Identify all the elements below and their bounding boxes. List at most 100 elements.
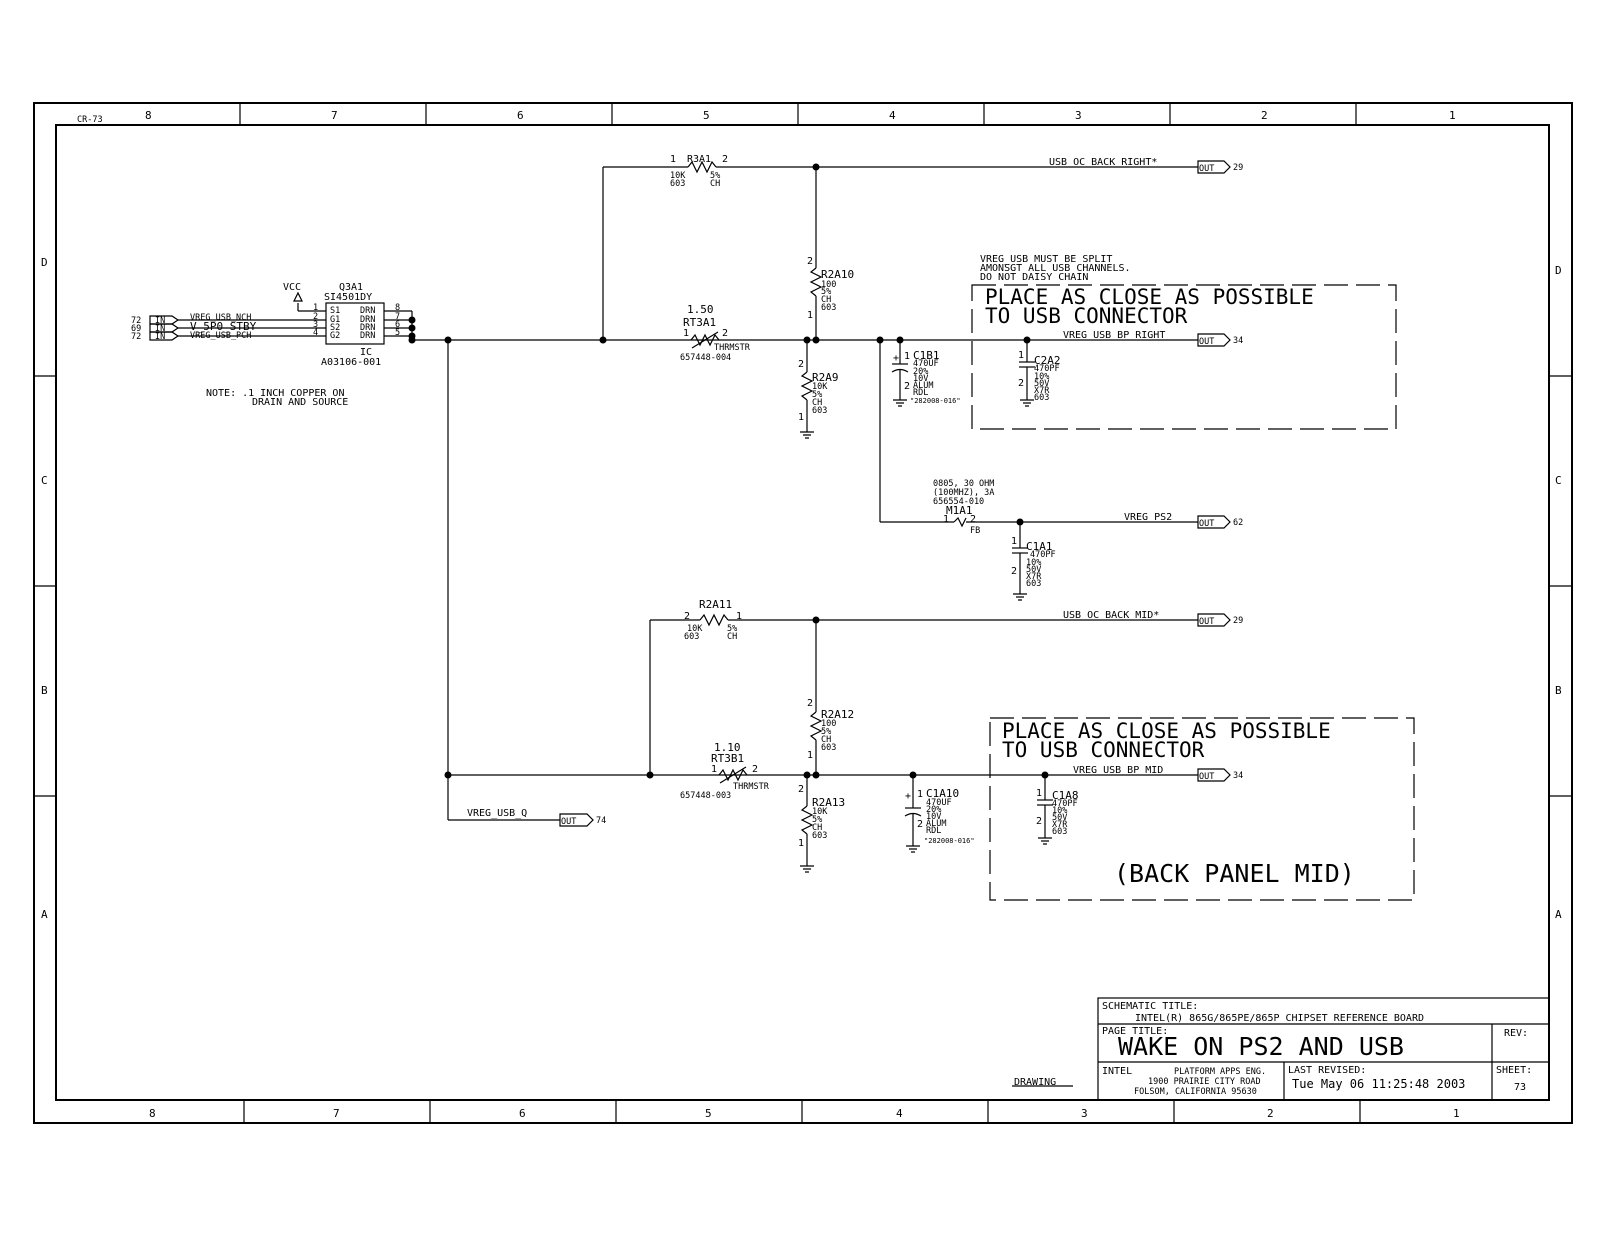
r3a1-type: CH — [710, 179, 720, 189]
zone-col-bottom-7: 7 — [333, 1107, 340, 1120]
c1a1-tol: 10% — [1026, 558, 1041, 568]
schematic-title: INTEL(R) 865G/865PE/865P CHIPSET REFEREN… — [1135, 1013, 1424, 1024]
vcc-label: VCC — [283, 282, 301, 293]
r2a13-pin2: 2 — [798, 784, 804, 795]
c1b1-value: 470UF — [913, 359, 939, 369]
c2a2-labels: 1 2 C2A2 470PF 10% 50V X7R 603 — [1018, 350, 1061, 403]
r3a1-pin1: 1 — [670, 154, 676, 165]
out-port-ref: 29 — [1233, 163, 1243, 173]
q3a1-pin-name: S1 — [330, 306, 340, 316]
out-port-label: OUT — [1199, 617, 1214, 627]
c1a10-value: 470UF — [926, 798, 952, 808]
r2a12-type: CH — [821, 735, 831, 745]
out-net-vreg-usb-bp-right: VREG_USB_BP_RIGHT — [1063, 330, 1165, 341]
c1a10-voltage: 10V — [926, 812, 941, 822]
c1b1-pin1: 1 — [904, 351, 910, 362]
split-note: VREG_USB MUST BE SPLIT AMONSGT ALL USB C… — [980, 254, 1131, 283]
m1a1-type: FB — [970, 526, 980, 536]
m1a1-refdes: M1A1 — [946, 504, 973, 517]
c1a8-voltage: 50V — [1052, 813, 1067, 823]
copper-note: NOTE: .1 INCH COPPER ON DRAIN AND SOURCE — [206, 388, 348, 408]
out-port-label: OUT — [561, 817, 576, 827]
r2a9-pin2: 2 — [798, 359, 804, 370]
out-port-label: OUT — [1199, 519, 1214, 529]
split-note-line1: VREG_USB MUST BE SPLIT — [980, 254, 1112, 265]
rt3b1-refdes: RT3B1 — [711, 752, 744, 765]
out-net-vreg-ps2: VREG_PS2 — [1124, 512, 1172, 523]
out-port-ref: 62 — [1233, 518, 1243, 528]
sheet-number: 73 — [1514, 1082, 1526, 1093]
q3a1-labels: VCC Q3A1 SI4501DY 1 S1 2 G1 3 S2 4 G2 DR… — [283, 282, 400, 368]
input-net-label: VREG_USB_NCH — [190, 313, 251, 323]
c1a1-labels: 1 2 C1A1 470PF 10% 50V X7R 603 — [1011, 536, 1056, 589]
r3a1-pin2: 2 — [722, 154, 728, 165]
zone-col-top-3: 3 — [1075, 109, 1082, 122]
c1a8-value: 470PF — [1052, 799, 1078, 809]
c1a10-plus: + — [905, 791, 911, 802]
r2a12-value: 100 — [821, 719, 836, 729]
input-ref: 72 — [131, 316, 141, 326]
box2-line2: TO USB CONNECTOR — [1002, 738, 1205, 762]
rt3a1-labels: 1.50 RT3A1 1 2 THRMSTR 657448-004 — [680, 303, 751, 363]
note-line1: NOTE: .1 INCH COPPER ON — [206, 388, 344, 399]
company-address2: FOLSOM, CALIFORNIA 95630 — [1134, 1087, 1257, 1097]
zone-labels: CR-73 8 7 6 5 4 3 2 1 8 7 6 5 4 3 2 1 D … — [41, 109, 1562, 1120]
q3a1-pin-num: 1 — [313, 303, 318, 313]
c1a1-refdes: C1A1 — [1026, 540, 1053, 553]
rt3b1-pin2: 2 — [752, 764, 758, 775]
input-net-label: VREG_USB_PCH — [190, 331, 251, 341]
c1a10-pin2: 2 — [917, 819, 923, 830]
zone-col-top-8: 8 — [145, 109, 152, 122]
schematic-title-label: SCHEMATIC TITLE: — [1102, 1001, 1198, 1012]
r2a9-tol: 5% — [812, 390, 822, 400]
rev-label: REV: — [1504, 1028, 1528, 1039]
c1b1-labels: + 1 2 C1B1 470UF 20% 10V ALUM RDL "28200… — [893, 349, 961, 405]
q3a1-type: IC — [360, 347, 372, 358]
q3a1-pin-name: DRN — [360, 331, 375, 341]
c1a8-type: X7R — [1052, 820, 1068, 830]
c2a2-tol: 10% — [1034, 372, 1049, 382]
out-port-label: OUT — [1199, 337, 1214, 347]
c1a10-type: ALUM — [926, 819, 946, 829]
rt3b1-type: THRMSTR — [733, 782, 770, 792]
input-net-label: V_5P0_STBY — [190, 320, 257, 333]
m1a1-partno: 656554-010 — [933, 497, 984, 507]
m1a1-desc1: 0805, 30 OHM — [933, 479, 994, 489]
c1a8-tol: 10% — [1052, 806, 1067, 816]
rt3a1-refdes: RT3A1 — [683, 316, 716, 329]
c1b1-refdes: C1B1 — [913, 349, 940, 362]
c1a8-labels: 1 2 C1A8 470PF 10% 50V X7R 603 — [1036, 788, 1079, 837]
r2a10-labels: 2 1 R2A10 100 5% CH 603 — [807, 256, 854, 321]
c2a2-value: 470PF — [1034, 364, 1060, 374]
r3a1-tol: 5% — [710, 171, 720, 181]
c1a10-tol: 20% — [926, 805, 941, 815]
box1-text: PLACE AS CLOSE AS POSSIBLE TO USB CONNEC… — [985, 285, 1314, 328]
c1a1-pin2: 2 — [1011, 566, 1017, 577]
r2a13-type: CH — [812, 823, 822, 833]
input-port-label: IN — [155, 316, 165, 326]
inner-border — [55, 124, 1550, 1101]
zone-col-top-4: 4 — [889, 109, 896, 122]
c2a2-type: X7R — [1034, 386, 1050, 396]
r2a13-pkg: 603 — [812, 831, 827, 841]
rt3b1-labels: 1.10 RT3B1 1 2 THRMSTR 657448-003 — [680, 741, 770, 801]
zone-col-bottom-6: 6 — [519, 1107, 526, 1120]
r2a10-value: 100 — [821, 280, 836, 290]
zone-col-top-7: 7 — [331, 109, 338, 122]
input-ref: 72 — [131, 332, 141, 342]
box2-line3: (BACK PANEL MID) — [1114, 859, 1355, 888]
q3a1-pin-num: 2 — [313, 312, 318, 322]
company-name: INTEL — [1102, 1066, 1132, 1077]
q3a1-pin-name: S2 — [330, 323, 340, 333]
c1b1-partno: "282008-016" — [910, 397, 961, 405]
q3a1-refdes: Q3A1 — [339, 282, 363, 293]
rt3a1-partno: 657448-004 — [680, 353, 731, 363]
rt3b1-pin1: 1 — [711, 764, 717, 775]
c1b1-plus: + — [893, 353, 899, 364]
c1a10-labels: + 1 2 C1A10 470UF 20% 10V ALUM RDL "2820… — [905, 787, 975, 845]
m1a1-desc2: (100MHZ), 3A — [933, 488, 994, 498]
r2a10-pin1: 1 — [807, 310, 813, 321]
company-address1: 1900 PRAIRIE CITY ROAD — [1148, 1077, 1261, 1087]
r2a13-refdes: R2A13 — [812, 796, 845, 809]
